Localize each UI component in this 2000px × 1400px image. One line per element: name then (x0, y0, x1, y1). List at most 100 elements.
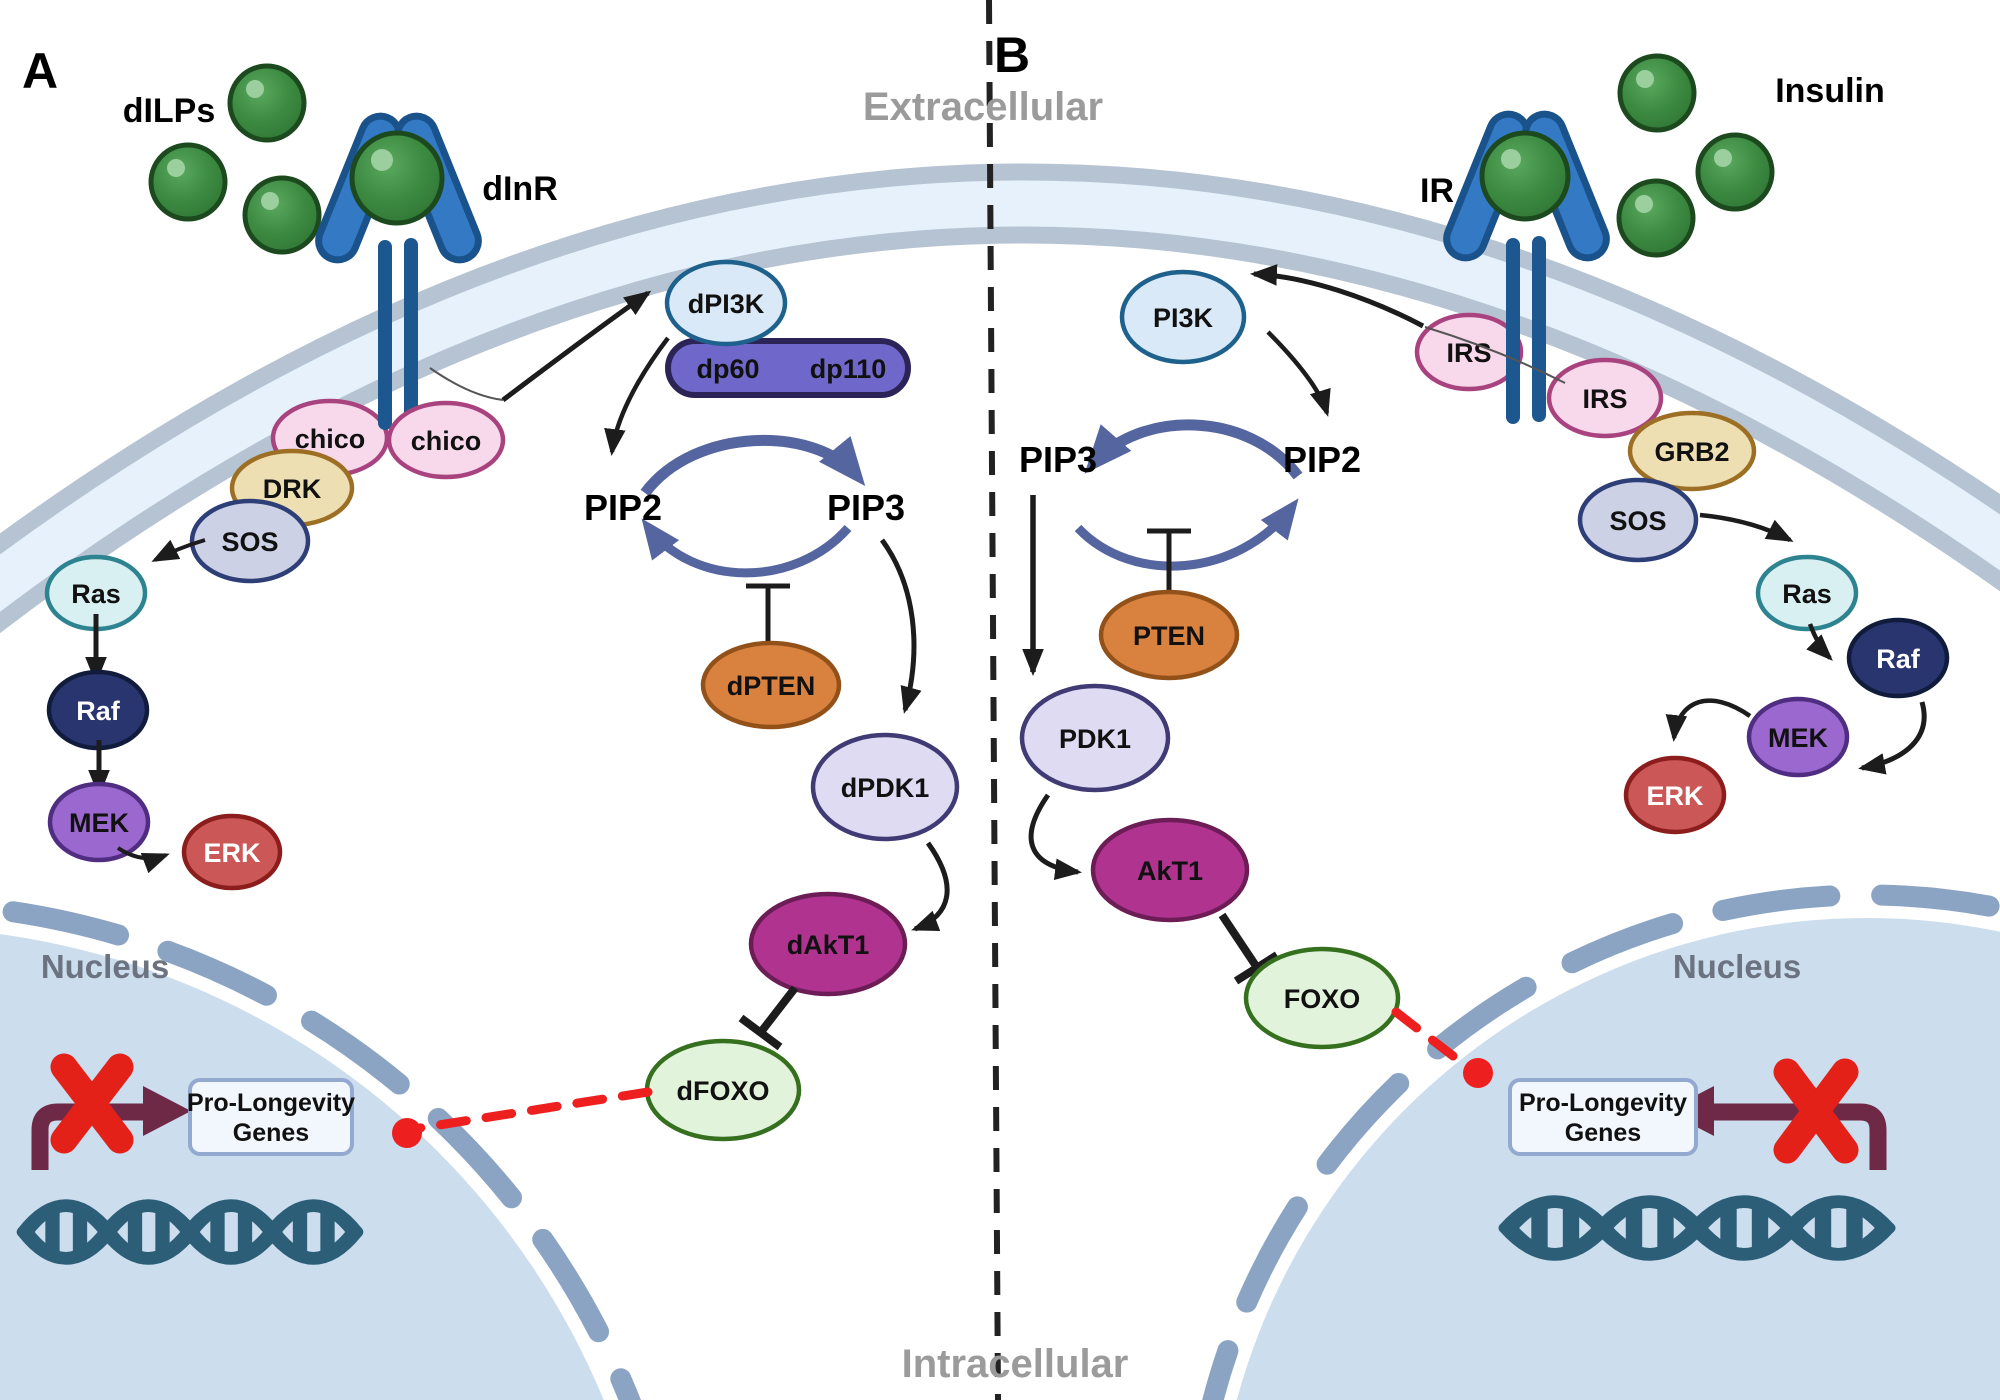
grb2-node (1627, 410, 1757, 492)
arrow-sos-ras-right (1699, 512, 1794, 542)
insulin-label: Insulin (1775, 72, 1885, 110)
pro-longevity-genes-box-left: Pro-Longevity Genes (187, 1078, 355, 1156)
pip3-label-right: PIP3 (1019, 439, 1097, 480)
blocked-dot-right (1463, 1058, 1493, 1088)
dinr-receptor (315, 112, 482, 430)
red-x-icon (1773, 1058, 1859, 1164)
arrow-pip3-to-pip2-right (1074, 498, 1299, 571)
nucleus-left (0, 899, 641, 1400)
panel-divider-dashed-line (986, 0, 1001, 1400)
pi3k-node (1119, 269, 1247, 365)
arrow-pip2-to-pip3-right (1084, 419, 1303, 480)
arrow-ras-raf-right (1806, 623, 1833, 661)
pten-label: PTEN (1133, 621, 1205, 651)
erk-node-left (181, 813, 283, 891)
dpi3k-label: dPI3K (688, 289, 765, 319)
pro-longevity-genes-box-right: Pro-Longevity Genes (1508, 1078, 1698, 1156)
raf-label-right: Raf (1876, 644, 1921, 674)
arrow-raf-mek-right (1858, 701, 1927, 775)
sos-label-right: SOS (1609, 506, 1666, 536)
pdk1-label: PDK1 (1059, 724, 1131, 754)
nucleus-label-right: Nucleus (1673, 948, 1801, 985)
arrow-sos-ras-left (151, 538, 206, 562)
dp110-label: dp110 (810, 354, 887, 384)
hairline-receptor-to-pi3k-left (429, 367, 504, 401)
bound-insulin-ball (1479, 130, 1571, 222)
dpi3k-node (664, 259, 788, 347)
intracellular-label: Intracellular (902, 1342, 1129, 1386)
akt1-label: AkT1 (1137, 856, 1203, 886)
pro-longevity-line2-right: Genes (1565, 1119, 1641, 1147)
panel-a-label: A (22, 43, 58, 99)
foxo-label: FOXO (1284, 984, 1361, 1014)
dfoxo-label: dFOXO (677, 1076, 770, 1106)
dakt1-label: dAkT1 (787, 930, 870, 960)
foxo-node (1243, 946, 1401, 1050)
ir-label: IR (1420, 172, 1454, 210)
mek-node-left (47, 781, 151, 863)
dpten-node (700, 640, 842, 730)
irs-label-2: IRS (1582, 384, 1627, 414)
pro-longevity-line2-left: Genes (233, 1119, 309, 1147)
blocked-dot-left (392, 1118, 422, 1148)
pro-longevity-line1-left: Pro-Longevity (187, 1089, 355, 1117)
nucleus-label-left: Nucleus (41, 948, 169, 985)
panel-b-label: B (994, 27, 1030, 83)
dp60-label: dp60 (696, 354, 759, 384)
raf-node-right (1846, 617, 1950, 699)
raf-label-left: Raf (76, 696, 121, 726)
arrow-pip3-dpdk1 (879, 538, 922, 714)
extracellular-label: Extracellular (863, 85, 1103, 129)
sos-node-left (189, 498, 311, 584)
tbar-cap-akt1-foxo (1233, 951, 1280, 985)
dpten-label: dPTEN (727, 671, 816, 701)
tbar-stem-dakt1-dfoxo (757, 985, 799, 1035)
sos-label-left: SOS (221, 527, 278, 557)
pro-longevity-line1-right: Pro-Longevity (1519, 1089, 1687, 1117)
irs-node-2 (1546, 357, 1664, 439)
nucleus-right (1202, 884, 2000, 1400)
ir-receptor (1443, 110, 1610, 424)
erk-label-left: ERK (203, 838, 261, 868)
pdk1-node (1019, 683, 1171, 793)
dakt1-node (748, 891, 908, 997)
ras-label-left: Ras (71, 579, 121, 609)
mek-node-right (1746, 696, 1850, 778)
arrow-irs-pi3k (1249, 264, 1425, 329)
tbar-stem-akt1-foxo (1218, 912, 1260, 969)
gene-arrowhead-left (143, 1086, 191, 1136)
red-x-icon (50, 1053, 134, 1154)
bound-dilp-ball (349, 130, 445, 226)
tbar-cap-dakt1-dfoxo (738, 1014, 783, 1051)
mek-label-left: MEK (69, 808, 130, 838)
dinr-label: dInR (482, 170, 558, 208)
blocked-translocation-dashed-left (415, 1087, 653, 1133)
hairline-irs-to-pi3k (1424, 326, 1566, 384)
irs-label-1: IRS (1446, 338, 1491, 368)
gene-transcription-blocked-right (1666, 1058, 1887, 1170)
arrow-dpi3k-pip2 (604, 336, 670, 457)
chico-node-right (386, 400, 506, 480)
pip2-label-right: PIP2 (1283, 439, 1361, 480)
blocked-translocation-dashed-right (1391, 1007, 1471, 1071)
arrow-pip3-to-pip2 (641, 518, 852, 578)
pten-node (1098, 589, 1240, 681)
ras-node-right (1755, 554, 1859, 632)
cell-membrane (0, 163, 2000, 634)
dpdk1-label: dPDK1 (841, 773, 930, 803)
arrow-mek-erk-right (1665, 698, 1752, 743)
erk-node-right (1623, 755, 1727, 835)
pip3-label-left: PIP3 (827, 487, 905, 528)
pi3k-label: PI3K (1153, 303, 1214, 333)
dpdk1-node (810, 732, 960, 842)
sos-node-right (1577, 477, 1699, 563)
arrow-dpdk1-dakt1 (911, 841, 950, 932)
arrow-pi3k-pip2 (1266, 330, 1331, 417)
ras-label-right: Ras (1782, 579, 1832, 609)
pip2-label-left: PIP2 (584, 487, 662, 528)
arrow-mek-erk-left (116, 846, 170, 874)
insulin-ligand-balls (1619, 56, 1772, 255)
dp60-dp110-subunit-bar (665, 338, 911, 398)
erk-label-right: ERK (1646, 781, 1704, 811)
